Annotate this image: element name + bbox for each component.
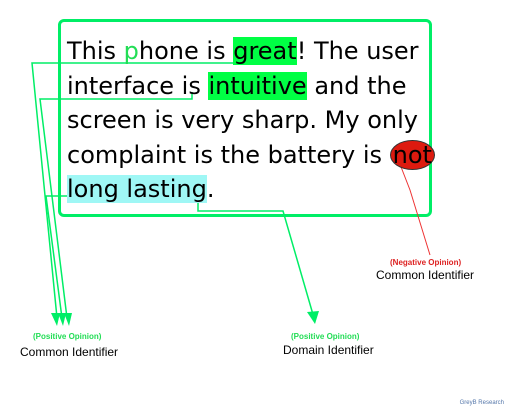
opinion-phrase-long-lasting: long lasting xyxy=(67,175,207,203)
opinion-word-great: great xyxy=(233,37,297,65)
review-line-4: complaint is the battery is not xyxy=(67,138,435,173)
highlight-letter: p xyxy=(123,37,139,65)
positive-domain-identifier-label: Domain Identifier xyxy=(283,343,374,357)
arrowhead-1 xyxy=(51,313,60,326)
connector-great xyxy=(31,62,235,319)
opinion-word-intuitive: intuitive xyxy=(208,71,307,100)
review-box xyxy=(58,19,432,217)
review-line-1: This phone is great! The user xyxy=(67,37,419,65)
connector-intuitive xyxy=(39,92,193,319)
connector-long-lasting-right xyxy=(197,196,315,319)
opinion-word-not: not xyxy=(389,139,435,170)
positive-opinion-tag-common: (Positive Opinion) xyxy=(33,332,102,341)
negative-opinion-tag: (Negative Opinion) xyxy=(390,258,462,267)
review-line-3: screen is very sharp. My only xyxy=(67,106,418,134)
credit-text: GreyB Research xyxy=(459,400,504,406)
arrowhead-2 xyxy=(58,313,66,326)
positive-opinion-tag-domain: (Positive Opinion) xyxy=(291,332,360,341)
negative-common-identifier-label: Common Identifier xyxy=(376,268,475,282)
positive-common-identifier-label: Common Identifier xyxy=(20,345,119,359)
review-text: This phone is great! The user interface … xyxy=(67,34,435,207)
review-line-5: long lasting. xyxy=(67,175,215,203)
arrowhead-3 xyxy=(64,313,72,326)
arrowhead-4 xyxy=(307,311,319,324)
review-line-2: interface is intuitive and the xyxy=(67,71,407,100)
connector-long-lasting-left xyxy=(45,195,72,319)
